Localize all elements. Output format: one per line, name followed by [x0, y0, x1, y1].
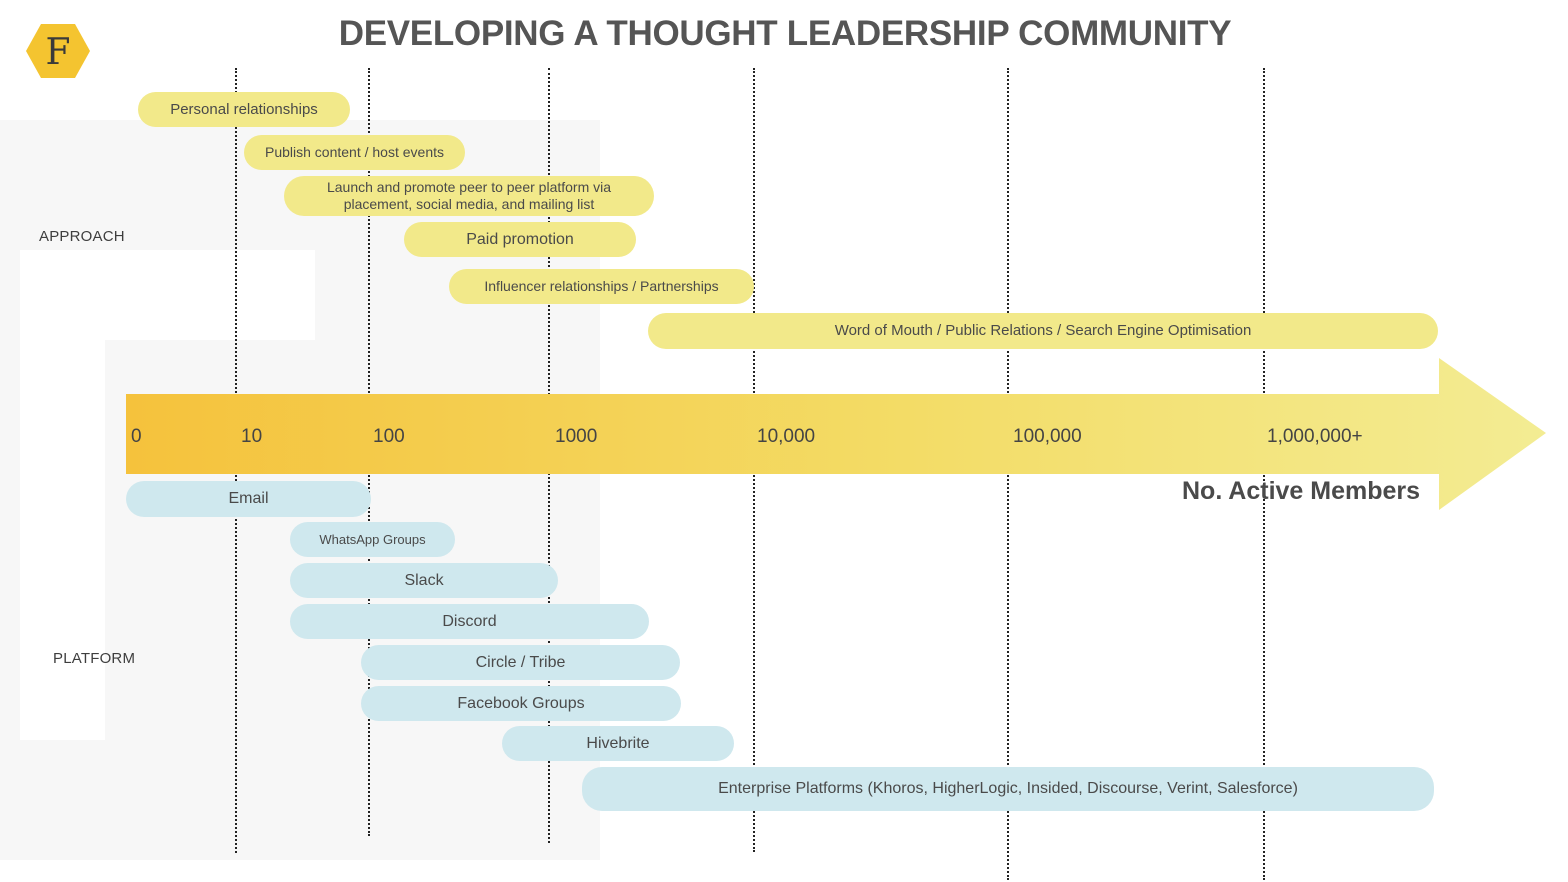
approach-label: APPROACH [39, 228, 125, 245]
approach-publish-content: Publish content / host events [244, 135, 465, 170]
platform-email: Email [126, 481, 371, 517]
f-logo-icon: F [26, 24, 90, 78]
platform-whatsapp-groups: WhatsApp Groups [290, 522, 455, 557]
approach-word-of-mouth: Word of Mouth / Public Relations / Searc… [648, 313, 1438, 349]
tick-10000: 10,000 [757, 426, 816, 447]
platform-label: PLATFORM [53, 650, 136, 667]
platform-slack: Slack [290, 563, 558, 598]
approach-paid-promotion: Paid promotion [404, 222, 636, 257]
tick-100: 100 [373, 426, 405, 447]
approach-influencer-relationships: Influencer relationships / Partnerships [449, 269, 754, 304]
axis-label: No. Active Members [1182, 477, 1421, 505]
logo-letter: F [46, 32, 71, 73]
tick-1000: 1000 [555, 426, 598, 447]
platform-hivebrite: Hivebrite [502, 726, 734, 761]
platform-enterprise: Enterprise Platforms (Khoros, HigherLogi… [582, 767, 1434, 811]
page-title: DEVELOPING A THOUGHT LEADERSHIP COMMUNIT… [338, 14, 1232, 53]
platform-circle-tribe: Circle / Tribe [361, 645, 680, 680]
tick-100000: 100,000 [1013, 426, 1082, 447]
platform-facebook-groups: Facebook Groups [361, 686, 681, 721]
approach-personal-relationships: Personal relationships [138, 92, 350, 127]
tick-1000000: 1,000,000+ [1267, 426, 1363, 447]
tick-0: 0 [131, 426, 142, 447]
approach-launch-platform: Launch and promote peer to peer platform… [284, 176, 654, 216]
platform-discord: Discord [290, 604, 649, 639]
tick-10: 10 [241, 426, 263, 447]
